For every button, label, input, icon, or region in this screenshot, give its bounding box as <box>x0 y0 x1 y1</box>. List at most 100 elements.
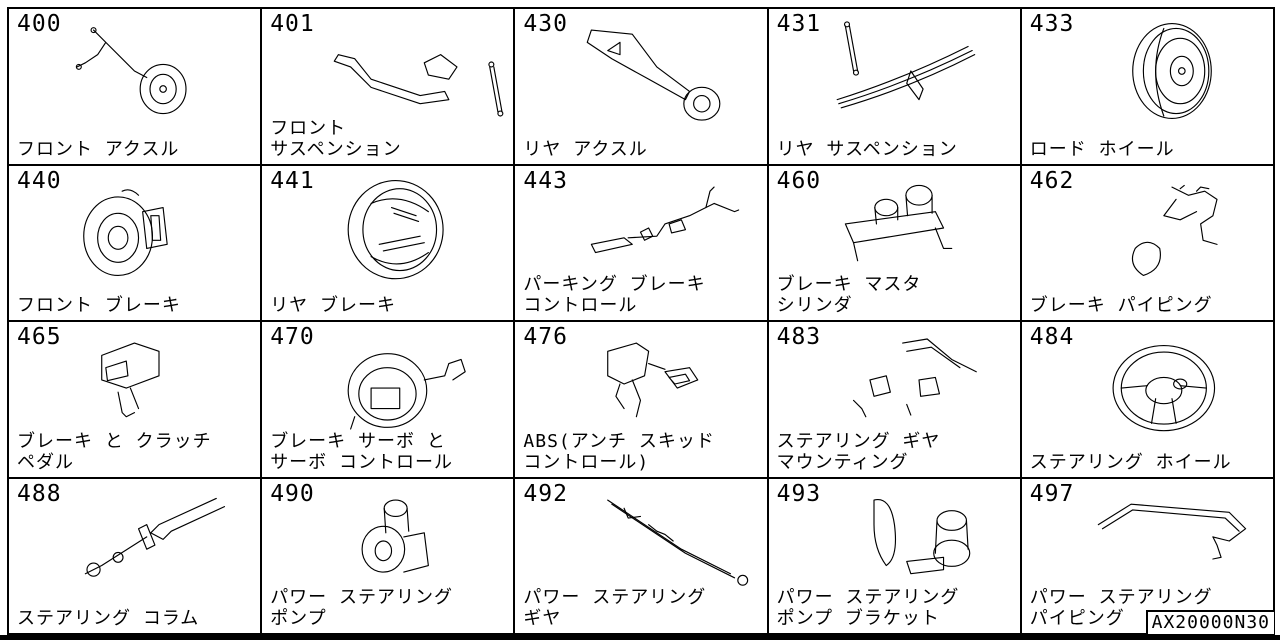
category-name-line: コントロール) <box>523 451 650 473</box>
category-name: フロント アクスル <box>17 139 179 160</box>
category-name-line: サーボ コントロール <box>270 451 454 473</box>
category-name-line: コントロール <box>523 295 638 316</box>
category-name: リヤ ブレーキ <box>270 295 396 316</box>
pedal-icon <box>69 328 249 440</box>
front-axle-icon <box>69 15 249 127</box>
brake-piping-icon <box>1082 172 1262 284</box>
brake-servo-icon <box>322 328 502 440</box>
category-code: 493 <box>776 480 822 507</box>
category-name-line: ステアリング ギヤ <box>776 430 941 452</box>
steering-wheel-icon <box>1082 328 1262 440</box>
category-code: 401 <box>270 11 315 37</box>
parking-brake-icon <box>575 172 755 284</box>
category-name: パワー ステアリングパイピング <box>1030 587 1213 629</box>
category-code: 484 <box>1029 324 1075 350</box>
category-name-line: ポンプ ブラケット <box>776 608 940 629</box>
category-cell-401[interactable]: 401 フロントサスペンション <box>262 9 516 166</box>
rear-suspension-icon <box>829 15 1009 127</box>
category-name-line: パイピング <box>1029 608 1125 629</box>
category-name-line: ブレーキ と クラッチ <box>17 430 212 452</box>
category-code: 476 <box>523 324 568 350</box>
pump-bracket-icon <box>829 485 1009 597</box>
category-name: パーキング ブレーキコントロール <box>523 274 705 316</box>
power-steering-pump-icon <box>322 485 502 597</box>
category-cell-484[interactable]: 484 ステアリング ホイール <box>1021 322 1275 479</box>
category-name: ステアリング コラム <box>17 608 199 629</box>
category-name-line: ロード ホイール <box>1029 138 1175 160</box>
category-cell-440[interactable]: 440 フロント ブレーキ <box>9 165 263 322</box>
category-cell-483[interactable]: 483 ステアリング ギヤマウンティング <box>768 322 1022 479</box>
category-cell-460[interactable]: 460 ブレーキ マスタシリンダ <box>768 165 1022 322</box>
category-name-line: パーキング ブレーキ <box>523 274 706 295</box>
category-name-line: ブレーキ パイピング <box>1029 295 1213 316</box>
category-name-line: ポンプ <box>270 608 327 629</box>
category-name: ロード ホイール <box>1030 139 1175 160</box>
category-name-line: ステアリング コラム <box>17 608 200 629</box>
category-name: ステアリング ギヤマウンティング <box>777 431 941 473</box>
category-code: 483 <box>776 324 822 350</box>
category-cell-488[interactable]: 488 ステアリング コラム <box>9 478 263 635</box>
category-name: ブレーキ パイピング <box>1030 295 1213 316</box>
category-name-line: リヤ サスペンション <box>776 138 958 160</box>
steering-piping-icon <box>1082 485 1262 597</box>
category-name-line: マウンティング <box>776 451 909 473</box>
category-code: 440 <box>17 167 62 194</box>
category-name-line: ABS(アンチ スキッド <box>523 430 715 452</box>
category-cell-400[interactable]: 400 フロント アクスル <box>9 9 263 166</box>
category-name-line: ギヤ <box>523 608 562 629</box>
catalog-reference: AX20000N30 <box>1145 610 1274 634</box>
category-name: リヤ アクスル <box>523 139 647 160</box>
category-name: パワー ステアリングポンプ ブラケット <box>777 587 960 629</box>
category-cell-443[interactable]: 443 パーキング ブレーキコントロール <box>515 165 769 322</box>
category-code: 430 <box>523 11 568 37</box>
category-code: 488 <box>17 480 62 507</box>
category-name-line: フロント アクスル <box>17 138 180 160</box>
category-name-line: ブレーキ マスタ <box>776 274 922 295</box>
rear-brake-icon <box>322 172 502 284</box>
category-name-line: リヤ アクスル <box>523 138 648 160</box>
road-wheel-icon <box>1082 15 1262 127</box>
category-cell-465[interactable]: 465 ブレーキ と クラッチペダル <box>9 322 263 479</box>
category-name-line: ブレーキ サーボ と <box>270 430 446 452</box>
category-name: ステアリング ホイール <box>1030 452 1232 473</box>
category-name-line: ペダル <box>17 451 74 473</box>
category-name: リヤ サスペンション <box>777 139 958 160</box>
category-cell-493[interactable]: 493 パワー ステアリングポンプ ブラケット <box>768 478 1022 635</box>
category-name: ABS(アンチ スキッドコントロール) <box>523 431 714 473</box>
category-name-line: パワー ステアリング <box>1029 587 1213 608</box>
category-name: パワー ステアリングギヤ <box>523 587 706 629</box>
category-name-line: パワー ステアリング <box>523 587 707 608</box>
category-name: フロントサスペンション <box>270 118 401 160</box>
front-suspension-icon <box>322 15 504 127</box>
category-name-line: パワー ステアリング <box>270 587 454 608</box>
category-code: 490 <box>270 480 315 507</box>
category-cell-433[interactable]: 433 ロード ホイール <box>1021 9 1275 166</box>
category-name-line: フロント ブレーキ <box>17 295 181 316</box>
bottom-border <box>0 635 1280 640</box>
category-cell-470[interactable]: 470 ブレーキ サーボ とサーボ コントロール <box>262 322 516 479</box>
category-cell-430[interactable]: 430 リヤ アクスル <box>515 9 769 166</box>
category-name-line: リヤ ブレーキ <box>270 295 397 316</box>
category-code: 443 <box>523 167 568 194</box>
category-name-line: サスペンション <box>270 138 402 160</box>
category-code: 400 <box>17 11 62 37</box>
category-name-line: パワー ステアリング <box>776 587 960 608</box>
category-code: 470 <box>270 324 315 350</box>
category-code: 465 <box>17 324 62 350</box>
steering-gear-icon <box>575 485 755 597</box>
front-brake-icon <box>69 172 249 284</box>
category-name-line: フロント <box>270 117 347 139</box>
category-code: 433 <box>1029 11 1075 37</box>
category-cell-490[interactable]: 490 パワー ステアリングポンプ <box>262 478 516 635</box>
category-code: 460 <box>776 167 822 194</box>
category-name-line: シリンダ <box>776 295 853 316</box>
gear-mounting-icon <box>829 328 1009 440</box>
category-name: ブレーキ と クラッチペダル <box>17 431 212 473</box>
